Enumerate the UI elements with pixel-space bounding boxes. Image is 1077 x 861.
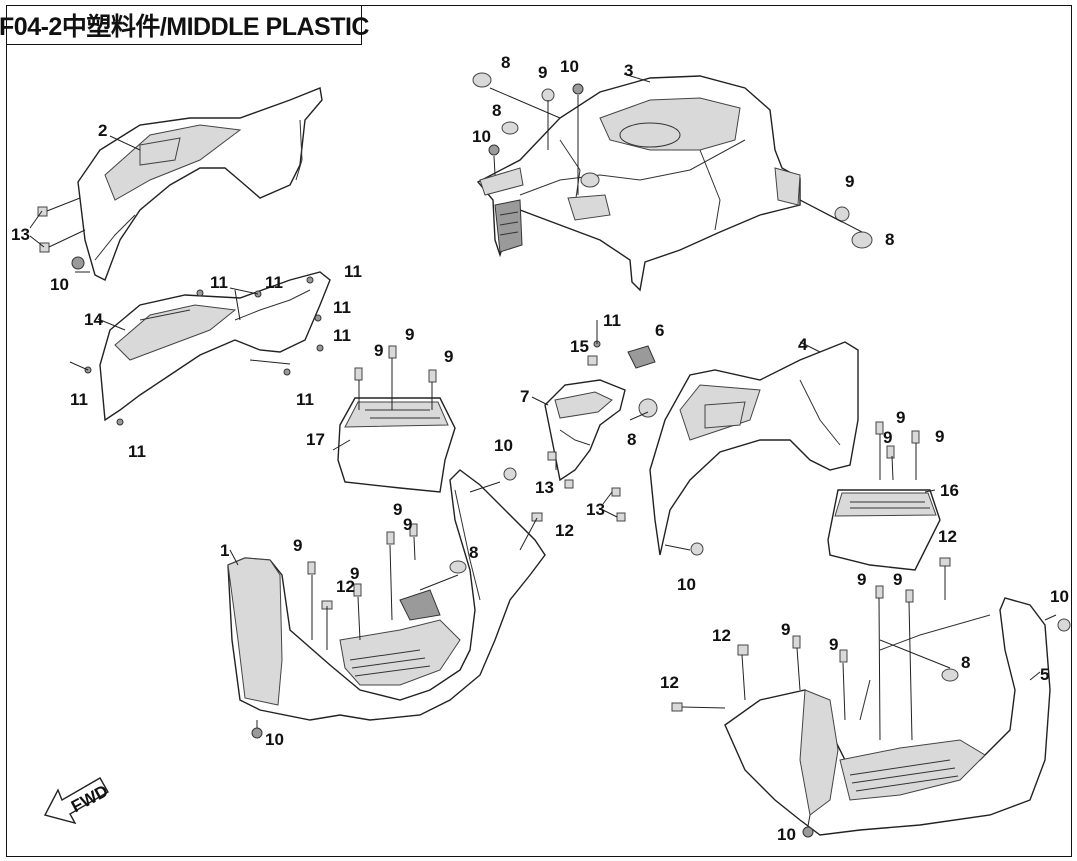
callout-11: 11: [70, 390, 88, 409]
diagram-title: F04-2中塑料件/MIDDLE PLASTIC: [0, 13, 369, 41]
callout-3: 3: [624, 61, 633, 80]
callout-9: 9: [896, 408, 905, 427]
part-2-left-front-side-cover: [77, 87, 323, 281]
callout-11: 11: [333, 298, 351, 317]
callout-9: 9: [935, 427, 944, 446]
callout-12: 12: [938, 527, 957, 546]
part-14-left-inner-panel: [99, 271, 331, 422]
callout-9: 9: [857, 570, 866, 589]
callout-9: 9: [350, 564, 359, 583]
callout-4: 4: [798, 335, 808, 354]
callout-12: 12: [555, 521, 574, 540]
part-5-right-footwell: [724, 597, 1051, 836]
callout-11: 11: [344, 262, 362, 281]
callout-6: 6: [655, 321, 664, 340]
part-17-left-footrest-pad: [337, 397, 456, 493]
callout-9: 9: [444, 347, 453, 366]
callout-10: 10: [265, 730, 284, 749]
part-1-left-footwell: [227, 469, 546, 721]
diagram-frame: [6, 5, 1072, 857]
callout-13: 13: [586, 500, 605, 519]
callout-9: 9: [393, 500, 402, 519]
callout-9: 9: [538, 63, 547, 82]
callout-9: 9: [829, 635, 838, 654]
part-6-small-block: [627, 345, 656, 369]
callout-15: 15: [570, 337, 589, 356]
callout-9: 9: [403, 515, 412, 534]
callout-8: 8: [469, 543, 478, 562]
callout-10: 10: [1050, 587, 1069, 606]
callout-13: 13: [11, 225, 30, 244]
callout-12: 12: [336, 577, 355, 596]
callout-11: 11: [265, 273, 283, 292]
callout-9: 9: [374, 341, 383, 360]
part-4-right-front-side-cover: [649, 341, 859, 556]
callout-10: 10: [560, 57, 579, 76]
callout-12: 12: [660, 673, 679, 692]
callout-10: 10: [494, 436, 513, 455]
callout-7: 7: [520, 387, 529, 406]
callout-8: 8: [492, 101, 501, 120]
callout-14: 14: [84, 310, 103, 329]
callout-8: 8: [627, 430, 636, 449]
callout-5: 5: [1040, 665, 1049, 684]
callout-17: 17: [306, 430, 325, 449]
callout-1: 1: [220, 541, 229, 560]
callout-11: 11: [333, 326, 351, 345]
part-16-right-footrest-pad: [827, 489, 941, 571]
callout-labels: 3 8 9 10 8 10 9 8 2 13 10 14 11 11 11 11…: [11, 53, 1069, 844]
callout-10: 10: [777, 825, 796, 844]
callout-11: 11: [296, 390, 314, 409]
callout-10: 10: [472, 127, 491, 146]
callout-11: 11: [128, 442, 146, 461]
callout-12: 12: [712, 626, 731, 645]
callout-10: 10: [50, 275, 69, 294]
callout-16: 16: [940, 481, 959, 500]
title-box: F04-2中塑料件/MIDDLE PLASTIC: [0, 5, 369, 45]
fasteners: [37, 72, 1071, 838]
callout-9: 9: [781, 620, 790, 639]
leader-lines: [29, 73, 1057, 827]
part-3-front-fender: [476, 75, 801, 292]
callout-9: 9: [293, 536, 302, 555]
callout-8: 8: [961, 653, 970, 672]
callout-11: 11: [603, 311, 621, 330]
callout-9: 9: [883, 428, 892, 447]
part-7-center-bracket: [544, 379, 626, 482]
callout-11: 11: [210, 273, 228, 292]
callout-13: 13: [535, 478, 554, 497]
callout-9: 9: [845, 172, 854, 191]
callout-8: 8: [501, 53, 510, 72]
callout-10: 10: [677, 575, 696, 594]
callout-9: 9: [405, 325, 414, 344]
callout-9: 9: [893, 570, 902, 589]
callout-8: 8: [885, 230, 894, 249]
fwd-arrow: FWD: [43, 777, 111, 825]
callout-2: 2: [98, 121, 107, 140]
